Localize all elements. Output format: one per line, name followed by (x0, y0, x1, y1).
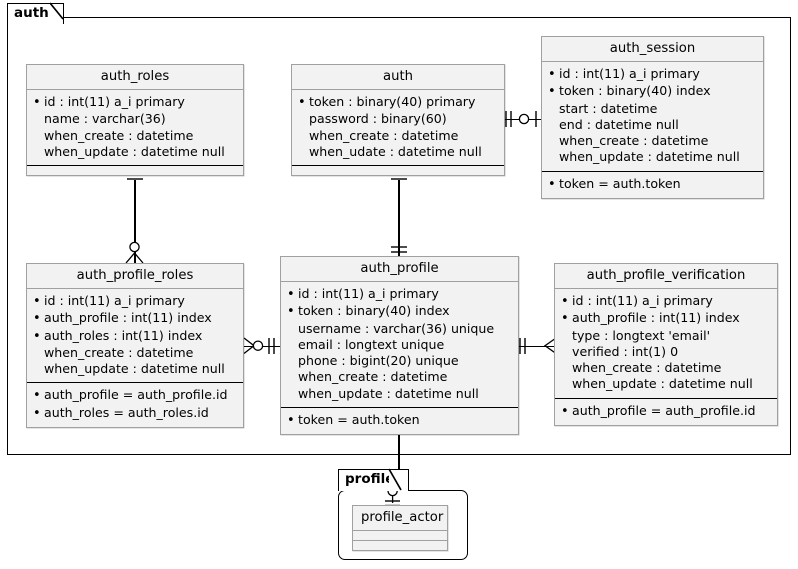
attribute-row: when_create : datetime (44, 344, 194, 360)
attribute-row: name : varchar(36) (44, 111, 166, 127)
attribute-row: password : binary(60) (309, 111, 447, 127)
attribute-row: auth_profile : int(11) index (33, 310, 237, 327)
entity-auth-profile-attributes: id : int(11) a_i primary token : binary(… (281, 282, 518, 408)
entity-auth-roles-title: auth_roles (27, 65, 243, 90)
attribute-row: when_update : datetime null (298, 385, 479, 401)
attribute-row: verified : int(1) 0 (572, 343, 679, 359)
index-key-bullet-icon (561, 310, 572, 327)
entity-auth-session-title: auth_session (542, 37, 763, 62)
relation-row: auth_roles = auth_roles.id (33, 405, 237, 422)
primary-key-bullet-icon (548, 66, 559, 83)
attribute-row: when_create : datetime (298, 369, 448, 385)
attribute-row: id : int(11) a_i primary (33, 94, 237, 111)
package-profile-tab: profile (338, 469, 410, 491)
entity-auth-title: auth (292, 65, 504, 90)
foreign-key-bullet-icon (548, 176, 559, 193)
entity-auth-profile-title: auth_profile (281, 257, 518, 282)
attribute-row: id : int(11) a_i primary (33, 293, 237, 310)
entity-auth-relations (292, 165, 504, 176)
attribute-row: id : int(11) a_i primary (561, 293, 771, 310)
index-key-bullet-icon (33, 328, 44, 345)
primary-key-bullet-icon (298, 94, 309, 111)
attribute-row: when_create : datetime (559, 133, 709, 149)
entity-auth-roles[interactable]: auth_roles id : int(11) a_i primary name… (26, 64, 244, 177)
entity-auth-profile-verification-relations: auth_profile = auth_profile.id (555, 397, 777, 426)
primary-key-bullet-icon (33, 293, 44, 310)
package-auth-label: auth (14, 4, 49, 21)
attribute-row: type : longtext 'email' (572, 327, 711, 343)
attribute-row: username : varchar(36) unique (298, 320, 495, 336)
attribute-row: auth_roles : int(11) index (33, 328, 237, 345)
attribute-row: when_create : datetime (572, 360, 722, 376)
foreign-key-bullet-icon (33, 387, 44, 404)
package-profile-label: profile (345, 471, 395, 488)
connector-auth-auth-profile (398, 180, 400, 256)
attribute-row: phone : bigint(20) unique (298, 353, 459, 369)
attribute-row: when_udate : datetime null (309, 143, 482, 159)
attribute-row: when_update : datetime null (44, 143, 225, 159)
primary-key-bullet-icon (561, 293, 572, 310)
attribute-row: when_update : datetime null (44, 361, 225, 377)
connector-auth-profile-profile-actor-upper (398, 428, 400, 474)
entity-auth-profile-roles[interactable]: auth_profile_roles id : int(11) a_i prim… (26, 263, 244, 429)
attribute-row: token : binary(40) index (287, 303, 512, 320)
entity-profile-actor-relations (353, 541, 447, 550)
relation-row: auth_profile = auth_profile.id (561, 403, 771, 420)
index-key-bullet-icon (548, 83, 559, 100)
entity-auth-profile-roles-title: auth_profile_roles (27, 264, 243, 289)
attribute-row: email : longtext unique (298, 336, 445, 352)
attribute-row: token : binary(40) index (548, 83, 757, 100)
entity-auth-roles-attributes: id : int(11) a_i primary name : varchar(… (27, 90, 243, 166)
entity-profile-actor-attributes (353, 531, 447, 541)
attribute-row: end : datetime null (559, 116, 679, 132)
index-key-bullet-icon (287, 303, 298, 320)
relation-row: token = auth.token (548, 176, 757, 193)
attribute-row: when_create : datetime (44, 127, 194, 143)
attribute-row: token : binary(40) primary (298, 94, 498, 111)
attribute-row: when_update : datetime null (572, 376, 753, 392)
foreign-key-bullet-icon (33, 405, 44, 422)
entity-auth-profile-roles-relations: auth_profile = auth_profile.id auth_role… (27, 382, 243, 428)
primary-key-bullet-icon (287, 286, 298, 303)
relation-row: token = auth.token (287, 412, 512, 429)
attribute-row: id : int(11) a_i primary (287, 286, 512, 303)
entity-auth-profile-relations: token = auth.token (281, 407, 518, 435)
relation-row: auth_profile = auth_profile.id (33, 387, 237, 404)
index-key-bullet-icon (33, 310, 44, 327)
attribute-row: id : int(11) a_i primary (548, 66, 757, 83)
connector-auth-profile-roles-auth-profile (244, 345, 280, 347)
package-auth-tab: auth (7, 3, 64, 24)
connector-auth-roles-auth-profile-roles (134, 180, 136, 263)
connector-auth-profile-auth-profile-verification (519, 345, 555, 347)
attribute-row: when_create : datetime (309, 127, 459, 143)
entity-auth-attributes: token : binary(40) primary password : bi… (292, 90, 504, 166)
entity-auth-roles-relations (27, 165, 243, 176)
entity-auth[interactable]: auth token : binary(40) primary password… (291, 64, 505, 177)
entity-auth-profile-verification-title: auth_profile_verification (555, 264, 777, 289)
attribute-row: auth_profile : int(11) index (561, 310, 771, 327)
entity-profile-actor[interactable]: profile_actor (352, 505, 448, 551)
entity-auth-profile[interactable]: auth_profile id : int(11) a_i primary to… (280, 256, 519, 436)
entity-profile-actor-title: profile_actor (353, 506, 447, 531)
attribute-row: start : datetime (559, 100, 658, 116)
foreign-key-bullet-icon (561, 403, 572, 420)
attribute-row: when_update : datetime null (559, 149, 740, 165)
entity-auth-session-relations: token = auth.token (542, 170, 763, 199)
entity-auth-profile-verification[interactable]: auth_profile_verification id : int(11) a… (554, 263, 778, 427)
connector-auth-auth-session (505, 118, 541, 120)
entity-auth-profile-roles-attributes: id : int(11) a_i primary auth_profile : … (27, 289, 243, 383)
entity-auth-profile-verification-attributes: id : int(11) a_i primary auth_profile : … (555, 289, 777, 398)
primary-key-bullet-icon (33, 94, 44, 111)
foreign-key-bullet-icon (287, 412, 298, 429)
entity-auth-session[interactable]: auth_session id : int(11) a_i primary to… (541, 36, 764, 200)
entity-auth-session-attributes: id : int(11) a_i primary token : binary(… (542, 62, 763, 171)
